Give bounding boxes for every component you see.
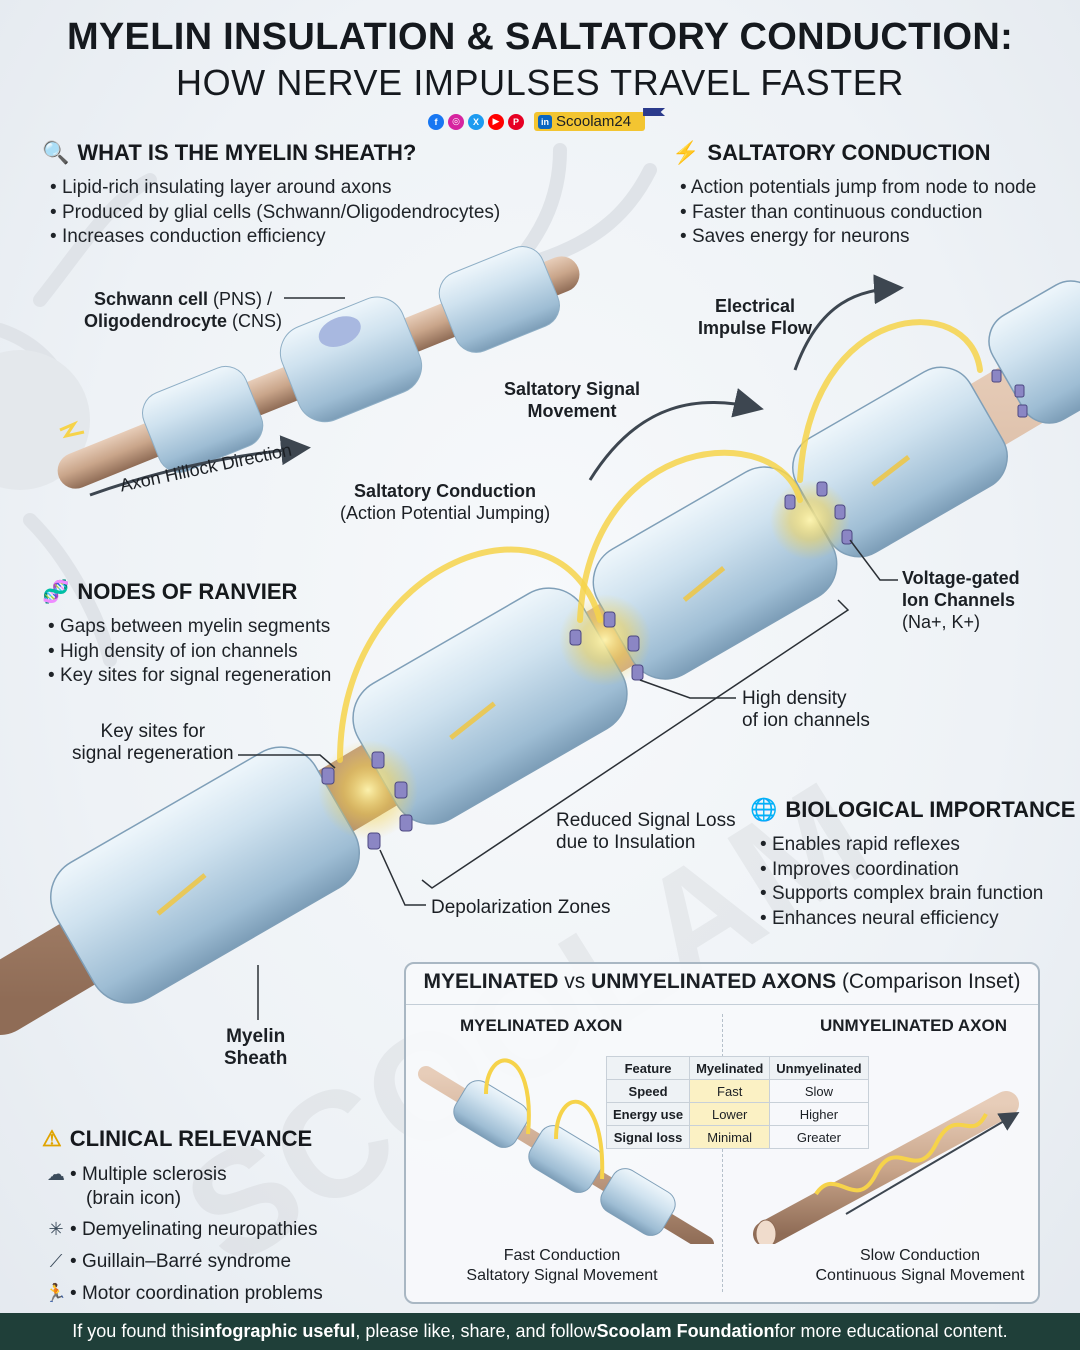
social-bar: f ◎ X ▶ P in Scoolam24 xyxy=(428,108,666,131)
unmyelinated-heading: UNMYELINATED AXON xyxy=(820,1016,1007,1035)
bullet: Produced by glial cells (Schwann/Oligode… xyxy=(50,201,500,226)
mini-unmyelinated-axon xyxy=(753,1091,1020,1244)
label-high-density: High density of ion channels xyxy=(742,688,870,731)
section-what-is-myelin: 🔍 WHAT IS THE MYELIN SHEATH? Lipid-rich … xyxy=(42,140,500,250)
label-key-sites: Key sites for signal regeneration xyxy=(72,721,234,764)
magnifier-icon: 🔍 xyxy=(42,140,70,165)
upper-axon xyxy=(57,246,580,489)
bullet: Increases conduction efficiency xyxy=(50,225,500,250)
instagram-icon[interactable]: ◎ xyxy=(448,113,464,130)
bullet: Key sites for signal regeneration xyxy=(48,664,331,689)
inset-title: MYELINATED vs UNMYELINATED AXONS (Compar… xyxy=(423,970,1021,993)
label-saltatory-conduction: Saltatory Conduction (Action Potential J… xyxy=(340,481,551,523)
section-heading: WHAT IS THE MYELIN SHEATH? xyxy=(77,140,417,165)
table-header: Unmyelinated xyxy=(769,1056,869,1080)
running-person-icon: 🏃 xyxy=(44,1283,68,1303)
flag-icon xyxy=(643,108,666,116)
ion-channels xyxy=(321,369,1028,850)
bullet: Improves coordination xyxy=(760,858,1075,883)
mini-myelinated-axon xyxy=(418,1058,714,1244)
facebook-icon[interactable]: f xyxy=(428,113,444,130)
section-saltatory: ⚡ SALTATORY CONDUCTION Action potentials… xyxy=(672,140,1036,250)
myelinated-caption: Fast Conduction Saltatory Signal Movemen… xyxy=(466,1247,658,1284)
bullet: High density of ion channels xyxy=(48,640,331,665)
bullet: Faster than continuous conduction xyxy=(680,201,1036,226)
label-depolarization-zones: Depolarization Zones xyxy=(431,897,611,918)
label-saltatory-signal: Saltatory Signal Movement xyxy=(504,379,641,421)
section-heading: CLINICAL RELEVANCE xyxy=(69,1126,313,1151)
clinical-item: ☁• Multiple sclerosis (brain icon) xyxy=(42,1162,323,1211)
brain-icon: ☁ xyxy=(47,1164,65,1184)
youtube-icon[interactable]: ▶ xyxy=(488,113,504,130)
label-electrical-impulse: Electrical Impulse Flow xyxy=(698,296,813,338)
label-myelin-sheath: Myelin Sheath xyxy=(224,1026,288,1069)
clinical-item: 🏃• Motor coordination problems xyxy=(42,1281,323,1306)
direction-arrows xyxy=(89,274,904,497)
dna-icon: 🧬 xyxy=(42,579,70,604)
section-biological-importance: 🌐 BIOLOGICAL IMPORTANCE Enables rapid re… xyxy=(750,797,1075,931)
comparison-inset: MYELINATED vs UNMYELINATED AXONS (Compar… xyxy=(404,962,1040,1304)
linkedin-icon: in xyxy=(538,115,552,129)
bullet: Gaps between myelin segments xyxy=(48,615,331,640)
unmyelinated-caption: Slow Conduction Continuous Signal Moveme… xyxy=(815,1247,1025,1284)
page-title: MYELIN INSULATION & SALTATORY CONDUCTION… xyxy=(66,16,1014,58)
section-heading: SALTATORY CONDUCTION xyxy=(707,140,991,165)
bullet: Enables rapid reflexes xyxy=(760,833,1075,858)
impulse-arcs xyxy=(337,319,983,763)
table-header: Feature xyxy=(605,1056,691,1080)
table-row: Speed Fast Slow xyxy=(605,1079,869,1103)
bullet: Saves energy for neurons xyxy=(680,225,1036,250)
page-subtitle: HOW NERVE IMPULSES TRAVEL FASTER xyxy=(175,62,905,103)
leader-lines xyxy=(238,297,898,1020)
brand-handle: Scoolam24 xyxy=(556,113,632,130)
warning-icon: ⚠ xyxy=(42,1126,62,1151)
table-row: Energy use Lower Higher xyxy=(605,1102,869,1126)
bullet: Lipid-rich insulating layer around axons xyxy=(50,176,500,201)
pinterest-icon[interactable]: P xyxy=(508,113,524,130)
bullet: Enhances neural efficiency xyxy=(760,907,1075,932)
comparison-table: Feature Myelinated Unmyelinated Speed Fa… xyxy=(605,1056,869,1149)
bullet: Action potentials jump from node to node xyxy=(680,176,1036,201)
section-heading: NODES OF RANVIER xyxy=(77,579,298,604)
label-reduced-signal-loss: Reduced Signal Loss due to Insulation xyxy=(556,810,736,853)
section-clinical-relevance: ⚠ CLINICAL RELEVANCE ☁• Multiple scleros… xyxy=(42,1126,323,1306)
clinical-item: ⟋• Guillain–Barré syndrome xyxy=(42,1249,323,1274)
brand-badge[interactable]: in Scoolam24 xyxy=(534,108,666,131)
label-schwann-cell: Schwann cell (PNS) / Oligodendrocyte (CN… xyxy=(84,289,283,331)
limb-icon: ⟋ xyxy=(49,1251,63,1271)
section-nodes-of-ranvier: 🧬 NODES OF RANVIER Gaps between myelin s… xyxy=(42,579,331,689)
table-header: Myelinated xyxy=(689,1056,771,1080)
globe-icon: 🌐 xyxy=(750,797,778,822)
section-heading: BIOLOGICAL IMPORTANCE xyxy=(785,797,1076,822)
myelinated-heading: MYELINATED AXON xyxy=(460,1016,623,1035)
bullet: Supports complex brain function xyxy=(760,882,1075,907)
nerve-icon: ✳ xyxy=(48,1219,64,1239)
label-voltage-gated: Voltage-gated Ion Channels (Na+, K+) xyxy=(902,568,1020,632)
table-row: Signal loss Minimal Greater xyxy=(605,1125,869,1149)
x-icon[interactable]: X xyxy=(468,113,484,130)
lightning-icon: ⚡ xyxy=(672,140,700,165)
footer-banner: If you found this infographic useful, pl… xyxy=(0,1313,1080,1350)
clinical-item: ✳• Demyelinating neuropathies xyxy=(42,1217,323,1242)
